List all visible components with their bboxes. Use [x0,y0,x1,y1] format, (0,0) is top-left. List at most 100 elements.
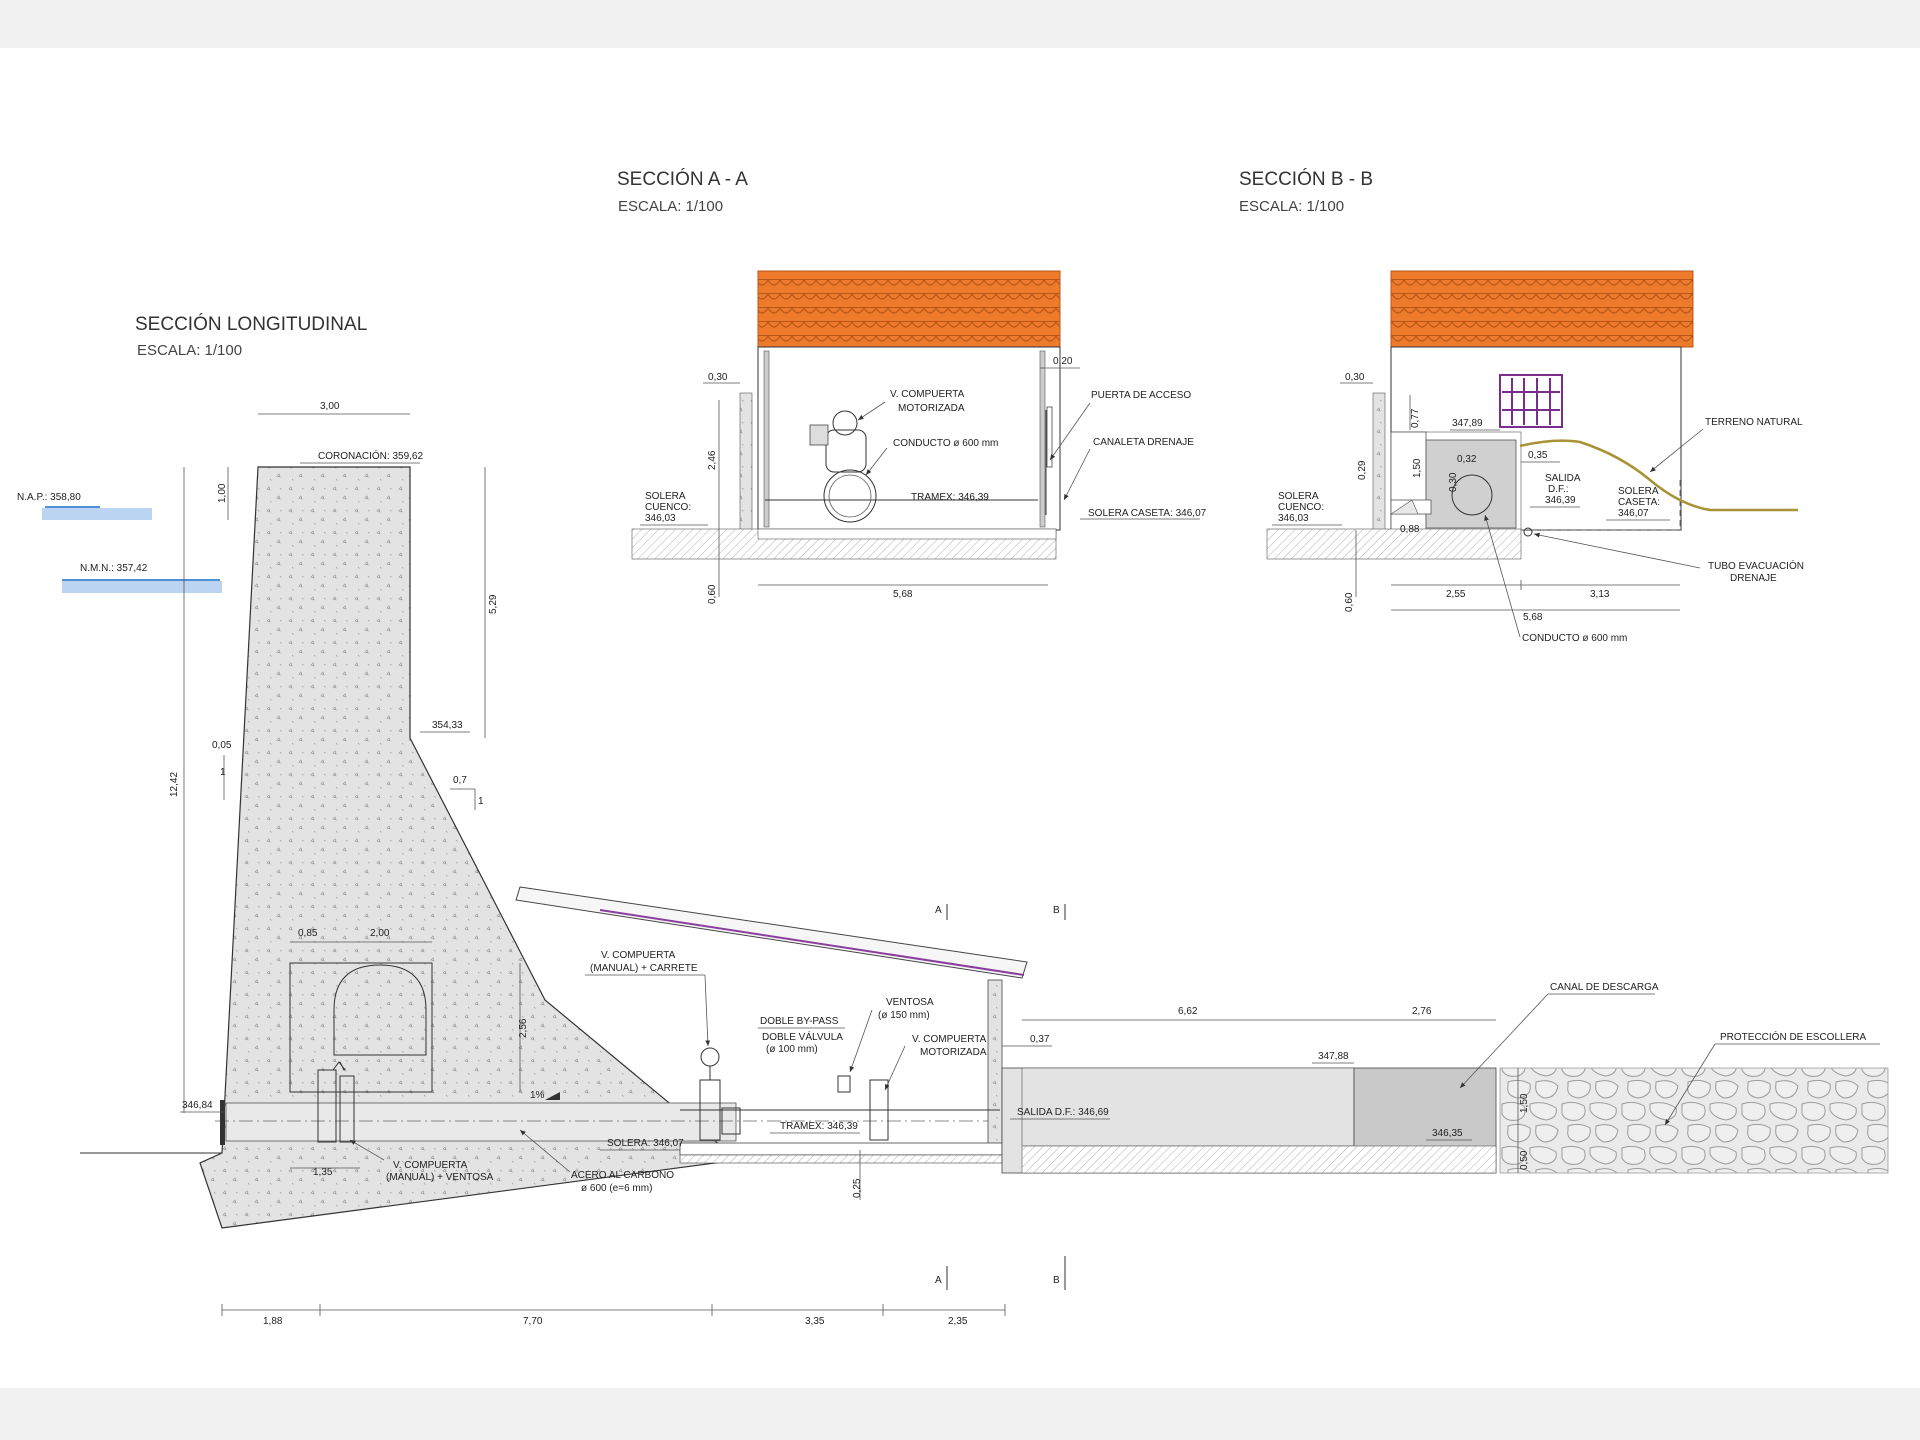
section-b-drawing: 0,30 0,77 347,89 0,29 1,50 0,32 0,30 0,3… [1266,270,1804,644]
b-label-salida-1: SALIDA [1545,473,1581,484]
dim-100: 1,00 [217,483,228,503]
a-label-solera-caseta: SOLERA CASETA: 346,07 [1088,508,1207,519]
section-b-pipe [1451,474,1493,516]
b-dim-255: 2,55 [1446,589,1466,600]
label-v-carrete-1: V. COMPUERTA [601,950,676,961]
section-b-window [1499,374,1563,428]
longitudinal-drawing: N.A.P.: 358,80 N.M.N.: 357,42 [17,401,1889,1327]
label-doble-bypass: DOBLE BY-PASS [760,1016,839,1027]
dim-276: 2,76 [1412,1006,1432,1017]
b-dim-030b: 0,30 [1448,472,1459,492]
b-dim-035: 0,35 [1528,450,1548,461]
a-label-conducto: CONDUCTO ø 600 mm [893,438,998,449]
label-v-manual-ventosa-2: (MANUAL) + VENTOSA [386,1172,494,1183]
b-label-conducto: CONDUCTO ø 600 mm [1522,633,1627,644]
a-dim-568: 5,68 [893,589,913,600]
label-ventosa-2: (ø 150 mm) [878,1010,930,1021]
b-dim-088: 0,88 [1400,524,1420,535]
b-dim-150: 1,50 [1412,458,1423,478]
section-a-drawing: 0,30 0,20 2,46 0,60 5,68 V. COMPUERTA MO… [631,270,1207,604]
bottom-dim-770: 7,70 [523,1316,543,1327]
dim-07: 0,7 [453,775,467,786]
bottom-dim-235: 2,35 [948,1316,968,1327]
dim-037: 0,37 [1030,1034,1050,1045]
a-label-canaleta: CANALETA DRENAJE [1093,437,1194,448]
label-acero-2: ø 600 (e=6 mm) [581,1183,652,1194]
label-canal: CANAL DE DESCARGA [1550,982,1659,993]
dim-050: 0,50 [1519,1150,1530,1170]
label-35433: 354,33 [432,720,463,731]
b-dim-029: 0,29 [1357,460,1368,480]
scale-section-b: ESCALA: 1/100 [1239,198,1344,215]
cut-a-bottom: A [935,1275,942,1286]
section-b-slab [1266,528,1522,560]
a-dim-020: 0,20 [1053,356,1073,367]
section-a-roof [757,270,1061,348]
b-dim-077: 0,77 [1410,408,1421,428]
b-label-terreno: TERRENO NATURAL [1705,417,1803,428]
cut-a-top: A [935,905,942,916]
dim-1a: 1 [220,767,226,778]
b-label-solera-cuenco-2: CUENCO: [1278,502,1324,513]
title-section-b: SECCIÓN B - B [1239,168,1373,190]
label-doble-valvula-1: DOBLE VÁLVULA [762,1030,843,1043]
title-section-a: SECCIÓN A - A [617,168,748,190]
b-label-solera-cuenco-3: 346,03 [1278,513,1309,524]
cut-b-top: B [1053,905,1060,916]
dim-085: 0,85 [298,928,318,939]
gallery-chamber [289,962,433,1093]
main-pipe [225,1102,737,1142]
label-v-motorizada-2: MOTORIZADA [920,1047,987,1058]
label-nap: N.A.P.: 358,80 [17,492,81,503]
dim-150-right: 1,50 [1519,1093,1530,1113]
section-b-roof [1390,270,1694,348]
label-ventosa-1: VENTOSA [886,997,934,1008]
label-doble-valvula-2: (ø 100 mm) [766,1044,818,1055]
riprap-protection [1499,1067,1889,1174]
dim-529: 5,29 [488,594,499,614]
a-label-puerta: PUERTA DE ACCESO [1091,390,1191,401]
a-label-solera-cuenco-1: SOLERA [645,491,686,502]
top-band [0,0,1920,48]
label-coronacion: CORONACIÓN: 359,62 [318,449,423,462]
label-34684: 346,84 [182,1100,213,1111]
b-label-solera-cuenco-1: SOLERA [1278,491,1319,502]
b-dim-032: 0,32 [1457,454,1477,465]
dim-256: 2,56 [518,1018,529,1038]
label-v-carrete-2: (MANUAL) + CARRETE [590,963,698,974]
b-dim-313: 3,13 [1590,589,1610,600]
dim-200: 2,00 [370,928,390,939]
title-longitudinal: SECCIÓN LONGITUDINAL [135,313,367,335]
b-dim-030: 0,30 [1345,372,1365,383]
dim-300: 3,00 [320,401,340,412]
b-label-salida-2: D.F.: [1548,484,1569,495]
a-label-vcomp-1: V. COMPUERTA [890,389,965,400]
a-label-tramex: TRAMEX: 346,39 [911,492,989,503]
a-label-solera-cuenco-3: 346,03 [645,513,676,524]
a-dim-060: 0,60 [707,584,718,604]
dim-662: 6,62 [1178,1006,1198,1017]
dim-135: 1,35 [313,1167,333,1178]
b-label-salida-3: 346,39 [1545,495,1576,506]
cut-b-bottom: B [1053,1275,1060,1286]
section-a-pipe [823,469,877,523]
b-dim-568: 5,68 [1523,612,1543,623]
gallery-arch [333,964,427,1056]
a-dim-030: 0,30 [708,372,728,383]
b-label-solera-caseta-2: CASETA: [1618,497,1660,508]
cut-markers: A B A B [935,904,1066,1290]
b-level-34789: 347,89 [1452,418,1483,429]
bottom-band [0,1388,1920,1440]
b-label-solera-caseta-3: 346,07 [1618,508,1649,519]
label-slope: 1% [530,1090,545,1101]
b-label-tubo-1: TUBO EVACUACIÓN [1708,559,1804,572]
scale-longitudinal: ESCALA: 1/100 [137,342,242,359]
label-tramex: TRAMEX: 346,39 [780,1121,858,1132]
bottom-dim-188: 1,88 [263,1316,283,1327]
b-label-solera-caseta-1: SOLERA [1618,486,1659,497]
water-nmn [62,581,222,593]
scale-section-a: ESCALA: 1/100 [618,198,723,215]
dim-1242: 12,42 [169,772,180,797]
